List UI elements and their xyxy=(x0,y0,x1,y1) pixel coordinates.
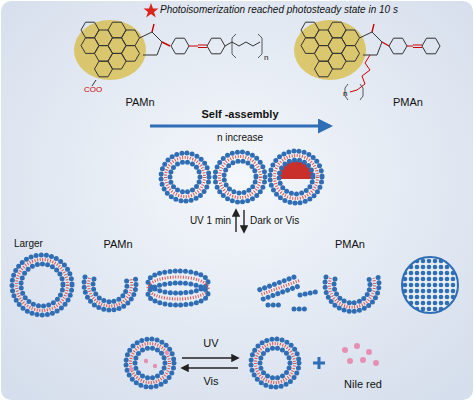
caption-text: n increase xyxy=(217,132,263,143)
pam-molecule xyxy=(74,20,262,86)
scheme-text: Nile red xyxy=(344,378,382,390)
caption-text: PAMn xyxy=(103,238,132,250)
uv-arrow xyxy=(235,210,236,232)
caption-text: Photoisomerization reached photosteady s… xyxy=(160,4,398,15)
caption-text: Self -assembly xyxy=(201,108,278,120)
dark-arrow xyxy=(243,210,244,232)
pma-molecule xyxy=(294,20,440,100)
caption-text: PMAn xyxy=(393,96,423,108)
caption-text: PMAn xyxy=(335,238,365,250)
vesicle-row xyxy=(161,151,322,203)
caption-text: Larger xyxy=(14,238,43,249)
caption-text: Dark or Vis xyxy=(250,215,299,226)
release-scheme xyxy=(126,339,379,387)
caption-text: UV 1 min xyxy=(190,215,231,226)
assembly-arrow xyxy=(150,125,330,128)
pam-aggregates xyxy=(12,255,208,315)
pma-aggregates xyxy=(260,257,458,313)
star-symbol xyxy=(144,3,159,18)
caption-text: n xyxy=(343,90,347,99)
scheme-box: UV Vis Nile red xyxy=(95,328,395,396)
scheme-text: UV xyxy=(203,337,218,349)
caption-text: n xyxy=(264,54,268,63)
scheme-text: Vis xyxy=(203,375,218,387)
caption-text: COO xyxy=(84,86,102,95)
caption-text: PAMn xyxy=(125,96,154,108)
